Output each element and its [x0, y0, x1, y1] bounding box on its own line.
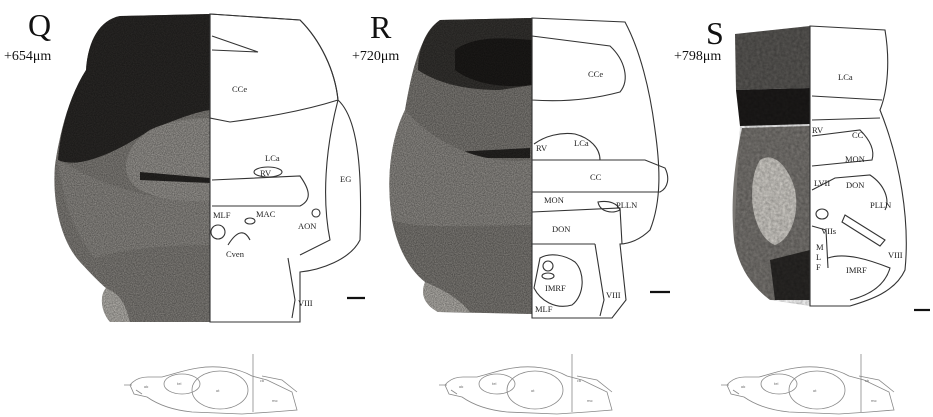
region-label: Cven — [226, 249, 245, 259]
region-label: MAC — [256, 209, 276, 219]
region-label: LVII — [814, 178, 830, 188]
region-label: PLLN — [870, 200, 891, 210]
region-label: AON — [298, 221, 316, 231]
mini-label: tel — [492, 382, 497, 386]
region-label: EG — [340, 174, 351, 184]
brain-diagram-q: ob tel ot cb mo — [124, 354, 297, 414]
region-label: M — [816, 242, 824, 252]
mini-label: mo — [587, 399, 593, 403]
region-label: VIII — [298, 298, 313, 308]
region-label: LCa — [838, 72, 853, 82]
region-label: MLF — [535, 304, 553, 314]
mini-label: ot — [216, 389, 220, 393]
region-label: PLLN — [616, 200, 637, 210]
mini-label: ob — [144, 385, 149, 389]
region-label: IMRF — [545, 283, 566, 293]
schematic-r: CCe RV LCa CC MON PLLN DON IMRF MLF VIII — [532, 18, 668, 318]
region-label: MLF — [213, 210, 231, 220]
mini-label: mo — [871, 399, 877, 403]
region-label: VIII — [606, 290, 621, 300]
panel-letter: R — [370, 9, 392, 45]
brain-diagram-r: ob tel ot cb mo — [439, 354, 612, 414]
schematic-q: CCe LCa RV EG MLF MAC AON Cven VIII — [210, 14, 361, 322]
region-label: LCa — [265, 153, 280, 163]
region-label: IMRF — [846, 265, 867, 275]
region-label: RV — [260, 168, 272, 178]
mini-label: ot — [813, 389, 817, 393]
mini-label: tel — [177, 382, 182, 386]
panel-letter: Q — [28, 7, 51, 43]
region-label: CC — [852, 130, 864, 140]
mini-label: ot — [531, 389, 535, 393]
region-label: RV — [812, 125, 824, 135]
region-label: LCa — [574, 138, 589, 148]
panel-depth: +798μm — [674, 49, 721, 64]
panel-s: S +798μm LCa RV CC MON LVII DON — [674, 15, 930, 310]
region-label: MON — [544, 195, 564, 205]
mini-label: tel — [774, 382, 779, 386]
region-label: F — [816, 262, 821, 272]
region-label: DON — [552, 224, 570, 234]
panel-letter: S — [706, 15, 724, 51]
tissue-photo-s — [733, 26, 810, 306]
panel-q: Q +654μm CCe LCa RV — [4, 7, 365, 322]
panel-r: R +720μm CCe RV LCa CC — [352, 9, 670, 318]
region-label: CCe — [232, 84, 247, 94]
region-label: MON — [845, 154, 865, 164]
region-label: DON — [846, 180, 864, 190]
panel-depth: +720μm — [352, 49, 399, 64]
panel-depth: +654μm — [4, 49, 51, 64]
region-label: L — [816, 252, 821, 262]
region-label: CCe — [588, 69, 603, 79]
brain-diagram-s: ob tel ot cb mo — [721, 354, 894, 414]
mini-label: ob — [459, 385, 464, 389]
tissue-photo-r — [389, 18, 532, 314]
schematic-s: LCa RV CC MON LVII DON PLLN VIIs M L F I… — [810, 26, 906, 306]
region-label: CC — [590, 172, 602, 182]
region-label: VIII — [888, 250, 903, 260]
mini-label: mo — [272, 399, 278, 403]
tissue-photo-q — [54, 14, 210, 322]
region-label: RV — [536, 143, 548, 153]
region-label: VIIs — [821, 226, 836, 236]
mini-label: ob — [741, 385, 746, 389]
